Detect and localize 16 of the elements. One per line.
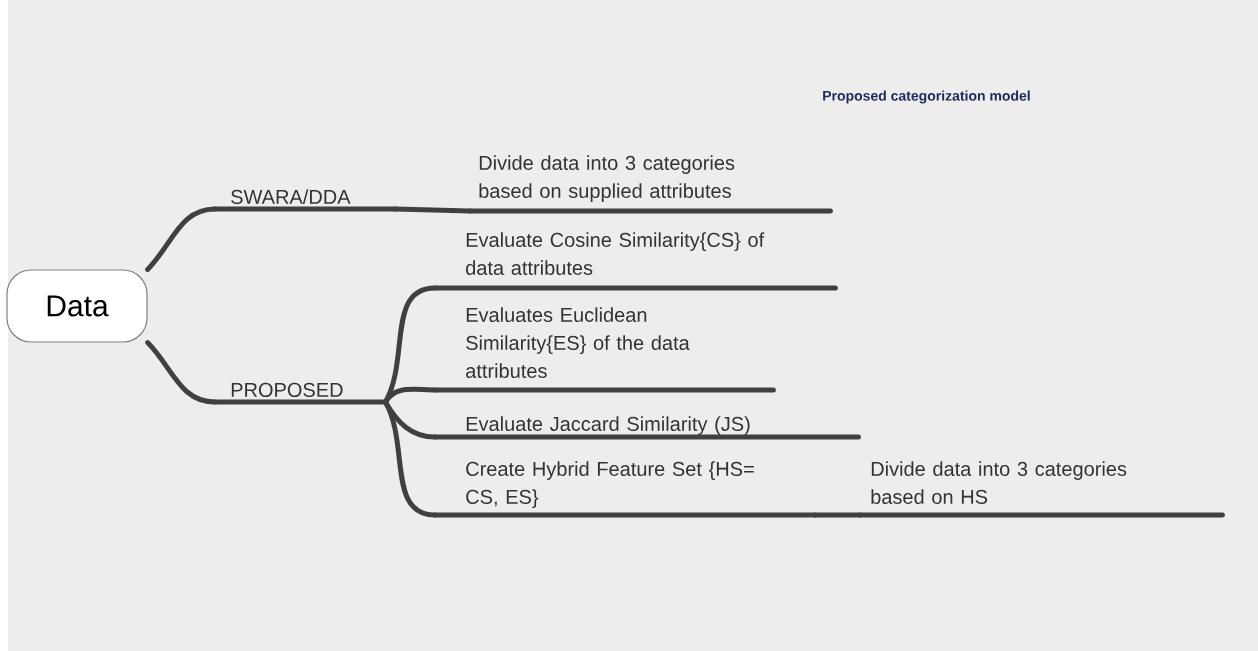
root-box: Data xyxy=(6,269,148,343)
title: Proposed categorization model xyxy=(823,90,1030,104)
branch-label: SWARA/DDA xyxy=(212,189,398,212)
branch-line xyxy=(812,512,863,518)
branch-label: Divide data into 3 categories based on HS xyxy=(857,461,1225,518)
branch-label: Evaluates Euclidean Similarity{ES} of the data attributes xyxy=(432,307,776,393)
branch-line xyxy=(382,399,438,518)
branch-line xyxy=(145,206,218,272)
branch-line xyxy=(145,340,218,405)
branch-line xyxy=(392,206,473,214)
branch-label: Evaluate Cosine Similarity{CS} of data attributes xyxy=(432,232,838,291)
branch-label: PROPOSED xyxy=(212,382,388,405)
branch-label: Evaluate Jaccard Similarity (JS) xyxy=(432,416,861,440)
branch-line xyxy=(382,386,438,405)
branch-label: Create Hybrid Feature Set {HS= CS, ES} xyxy=(432,461,818,518)
branch-label: Divide data into 3 categories based on supplied attributes xyxy=(467,155,833,214)
